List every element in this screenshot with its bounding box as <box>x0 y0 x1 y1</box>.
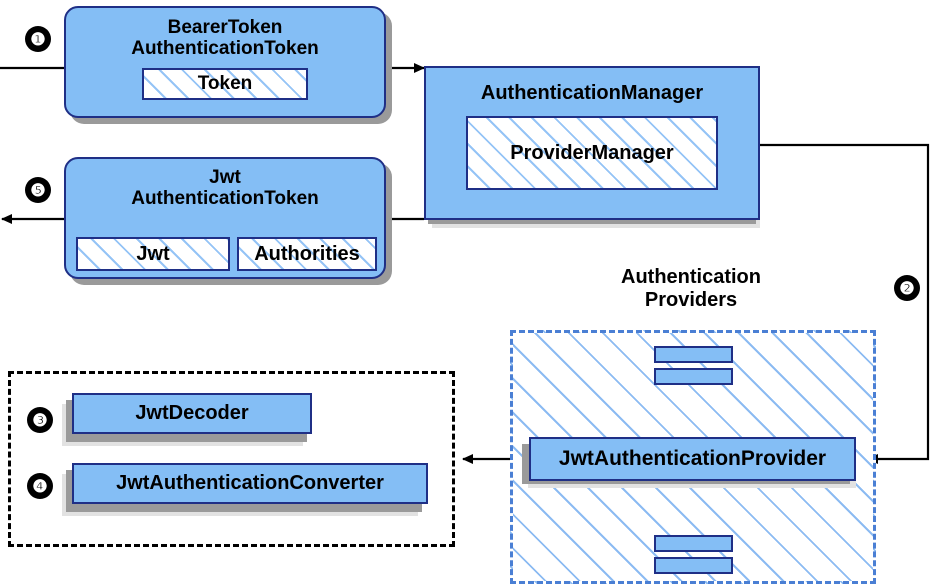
jwt-authentication-converter-box: JwtAuthenticationConverter <box>72 463 428 504</box>
bearer-token-inner-token: Token <box>142 67 308 100</box>
providers-label-line1: Authentication <box>621 266 761 288</box>
provider-stack-bar-top-1 <box>654 346 733 363</box>
step-badge-2: ❷ <box>894 275 920 301</box>
bearer-token-box: BearerToken AuthenticationToken Token <box>64 6 386 118</box>
step-badge-3: ❸ <box>27 407 53 433</box>
authentication-manager-box: AuthenticationManager ProviderManager <box>424 66 760 220</box>
jwt-token-inner-authorities: Authorities <box>237 237 377 271</box>
jwt-decoder-box: JwtDecoder <box>72 393 312 434</box>
provider-stack-bar-bottom-1 <box>654 535 733 552</box>
provider-stack-bar-top-2 <box>654 368 733 385</box>
providers-label-line2: Providers <box>644 289 738 311</box>
jwt-authentication-provider-box: JwtAuthenticationProvider <box>529 437 856 481</box>
jwt-token-title-line2: AuthenticationToken <box>131 188 319 210</box>
jwt-token-title-line1: Jwt <box>209 167 241 188</box>
provider-manager-inner: ProviderManager <box>466 116 718 190</box>
bearer-token-title-line1: BearerToken <box>167 17 283 38</box>
step-badge-4: ❹ <box>27 473 53 499</box>
provider-stack-bar-bottom-2 <box>654 557 733 574</box>
jwt-token-inner-jwt: Jwt <box>76 237 230 271</box>
jwt-components-zone <box>8 371 455 547</box>
bearer-token-title-line2: AuthenticationToken <box>131 38 319 60</box>
step-badge-1: ❶ <box>25 26 51 52</box>
step-badge-5: ❺ <box>25 177 51 203</box>
authentication-manager-title: AuthenticationManager <box>480 82 704 104</box>
